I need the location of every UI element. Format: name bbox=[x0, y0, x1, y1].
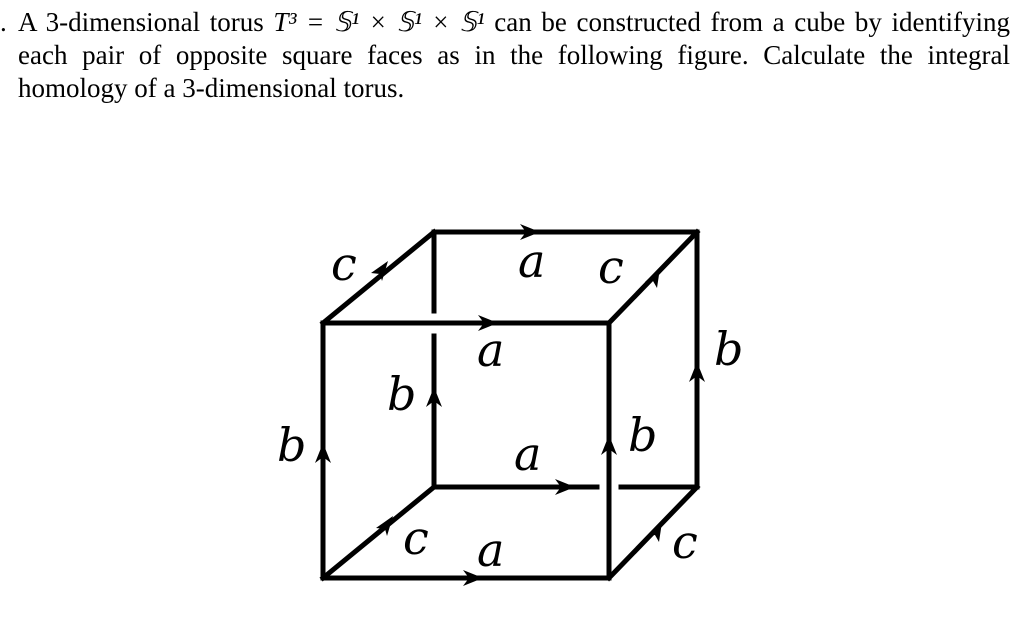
arrow-b-front-left bbox=[315, 443, 331, 463]
arrow-c-bottom-left bbox=[376, 516, 393, 536]
label-c-bottom-left: c bbox=[403, 511, 429, 565]
arrow-b-back-right bbox=[689, 362, 705, 382]
problem-statement: . A 3-dimensional torus T³ = 𝕊¹ × 𝕊¹ × 𝕊… bbox=[0, 6, 1010, 105]
label-c-top-right: c bbox=[598, 240, 624, 294]
arrow-a-bottom-front bbox=[463, 570, 483, 586]
label-a-top-front: a bbox=[477, 323, 504, 377]
edge-diag-top-left bbox=[319, 228, 438, 327]
label-a-bottom-front: a bbox=[477, 523, 504, 577]
problem-number-mark: . bbox=[0, 7, 7, 37]
arrow-a-bottom-back bbox=[555, 479, 575, 495]
arrow-b-back-left bbox=[426, 387, 442, 407]
arrow-a-top-front bbox=[478, 315, 498, 331]
problem-line-1: A 3-dimensional torus T³ = 𝕊¹ × 𝕊¹ × 𝕊¹ … bbox=[0, 6, 1010, 39]
arrow-c-bottom-right bbox=[647, 522, 662, 542]
torus-formula: T³ = 𝕊¹ × 𝕊¹ × 𝕊¹ bbox=[273, 7, 485, 37]
problem-line-3: homology of a 3-dimensional torus. bbox=[18, 73, 405, 103]
edge-diag-bottom-left bbox=[319, 483, 438, 582]
label-c-bottom-right: c bbox=[672, 515, 698, 569]
label-a-top-back: a bbox=[518, 234, 545, 288]
arrow-a-top-back bbox=[520, 224, 540, 240]
label-b-back-left: b bbox=[387, 367, 416, 421]
arrow-c-top-right bbox=[645, 268, 660, 288]
label-b-front-right: b bbox=[628, 408, 657, 462]
label-b-front-left: b bbox=[277, 418, 306, 472]
problem-line-2: each pair of opposite square faces as in… bbox=[18, 40, 1010, 70]
arrow-c-top-left bbox=[371, 261, 388, 281]
label-b-back-right: b bbox=[714, 322, 743, 376]
problem-line-1-pre: A 3-dimensional torus bbox=[18, 7, 274, 37]
arrow-b-front-right bbox=[601, 435, 617, 455]
label-a-bottom-back: a bbox=[514, 427, 541, 481]
problem-line-1-post: can be constructed from a cube by identi… bbox=[484, 7, 1010, 37]
label-c-top-left: c bbox=[331, 237, 357, 291]
